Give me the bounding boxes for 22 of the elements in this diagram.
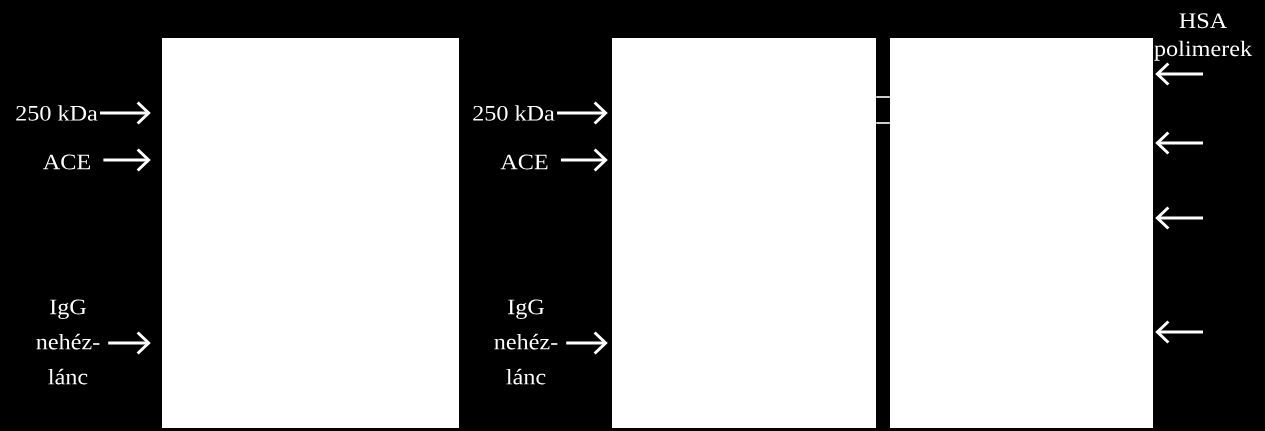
arrow [1155, 206, 1203, 230]
band-label: ACE [43, 154, 90, 170]
arrow [1155, 62, 1203, 86]
arrow [557, 101, 608, 125]
band-label: IgG nehéz-lánc [36, 299, 100, 385]
arrow [100, 101, 151, 125]
connector-line [875, 96, 891, 98]
band-label: IgG nehéz-lánc [494, 299, 558, 385]
blank-panel [612, 38, 876, 428]
arrow [1155, 320, 1203, 344]
arrow [566, 331, 608, 355]
arrow [1155, 131, 1203, 155]
band-label: 250 kDa [16, 105, 98, 121]
arrow [108, 331, 151, 355]
band-label: 250 kDa [473, 105, 555, 121]
blank-panel [890, 38, 1153, 428]
annotation-label: HSA polimerek [1154, 13, 1253, 61]
connector-line [875, 122, 891, 124]
arrow [560, 148, 608, 172]
arrow [103, 148, 151, 172]
band-label: ACE [500, 154, 548, 170]
blank-panel [162, 38, 459, 428]
